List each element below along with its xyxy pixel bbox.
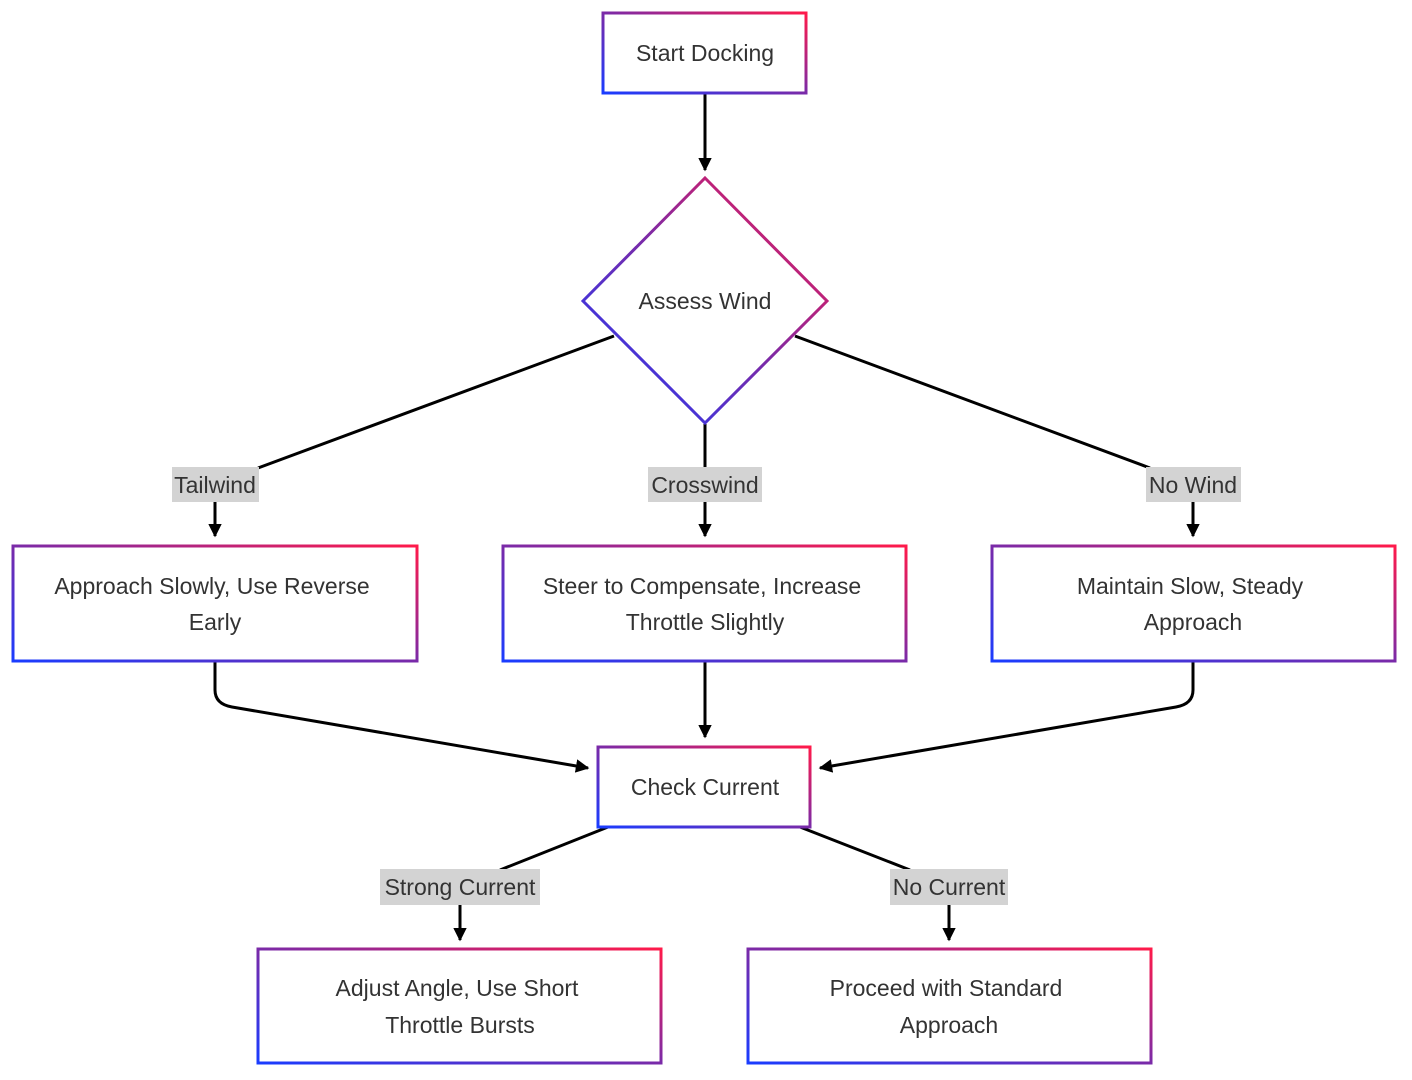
node-no-current-action-box: [746, 947, 1153, 1065]
node-assess-wind-label: Assess Wind: [639, 288, 772, 314]
edge-label-strong-current: Strong Current: [380, 869, 540, 905]
edge-label-tailwind: Tailwind: [172, 467, 259, 502]
edge-assess-wind-to-no-wind: [794, 334, 1193, 536]
node-crosswind-action-label-line2: Throttle Slightly: [626, 609, 785, 635]
edge-label-strong-current-bg: [380, 869, 540, 905]
node-no-current-action[interactable]: Proceed with Standard Approach: [746, 947, 1153, 1065]
edge-label-crosswind-text: Crosswind: [651, 472, 758, 498]
edge-label-tailwind-text: Tailwind: [174, 472, 256, 498]
edges: [215, 94, 1193, 940]
node-no-current-action-label-line2: Approach: [900, 1012, 998, 1038]
node-tailwind-action-label-line1: Approach Slowly, Use Reverse: [54, 573, 369, 599]
node-strong-current-action-box: [256, 947, 663, 1065]
node-nowind-action-label-line1: Maintain Slow, Steady: [1077, 573, 1304, 599]
node-start-docking-label: Start Docking: [636, 40, 774, 66]
edge-assess-wind-to-tailwind: [215, 334, 615, 536]
edge-label-no-current-text: No Current: [893, 874, 1006, 900]
edge-label-no-wind-bg: [1146, 467, 1241, 502]
node-check-current-box: [596, 745, 812, 829]
node-assess-wind-diamond: [580, 175, 830, 426]
edge-tailwind-action-to-check-current: [213, 662, 590, 773]
edge-label-crosswind-bg: [648, 467, 762, 502]
nodes: Start Docking Assess Wind Approach Slowl…: [11, 11, 1397, 1065]
node-crosswind-action-label-line1: Steer to Compensate, Increase: [543, 573, 861, 599]
node-strong-current-action[interactable]: Adjust Angle, Use Short Throttle Bursts: [256, 947, 663, 1065]
edge-label-no-current: No Current: [890, 869, 1008, 905]
edge-nowind-action-to-check-current: [818, 662, 1195, 773]
node-tailwind-action[interactable]: Approach Slowly, Use Reverse Early: [11, 544, 419, 663]
edge-label-tailwind-bg: [172, 467, 259, 502]
node-start-docking-box: [601, 11, 808, 95]
node-nowind-action[interactable]: Maintain Slow, Steady Approach: [990, 544, 1397, 663]
node-tailwind-action-box: [11, 544, 419, 663]
node-no-current-action-label-line1: Proceed with Standard: [830, 975, 1063, 1001]
node-crosswind-action-box: [501, 544, 908, 663]
node-tailwind-action-label-line2: Early: [189, 609, 242, 635]
node-start-docking[interactable]: Start Docking: [601, 11, 808, 95]
node-strong-current-action-label-line1: Adjust Angle, Use Short: [336, 975, 580, 1001]
edge-label-strong-current-text: Strong Current: [385, 874, 536, 900]
node-check-current[interactable]: Check Current: [596, 745, 812, 829]
edge-check-current-to-no-current: [799, 825, 949, 940]
edge-label-no-wind-text: No Wind: [1149, 472, 1237, 498]
edge-label-no-wind: No Wind: [1146, 467, 1241, 502]
edge-check-current-to-strong-current: [460, 825, 609, 940]
edge-label-no-current-bg: [890, 869, 1008, 905]
node-nowind-action-box: [990, 544, 1397, 663]
node-crosswind-action[interactable]: Steer to Compensate, Increase Throttle S…: [501, 544, 908, 663]
node-strong-current-action-label-line2: Throttle Bursts: [385, 1012, 535, 1038]
node-nowind-action-label-line2: Approach: [1144, 609, 1242, 635]
node-check-current-label: Check Current: [631, 774, 780, 800]
edge-label-crosswind: Crosswind: [648, 467, 762, 502]
node-assess-wind[interactable]: Assess Wind: [580, 175, 830, 426]
edge-labels: Tailwind Crosswind No Wind Strong Curren…: [172, 467, 1241, 905]
